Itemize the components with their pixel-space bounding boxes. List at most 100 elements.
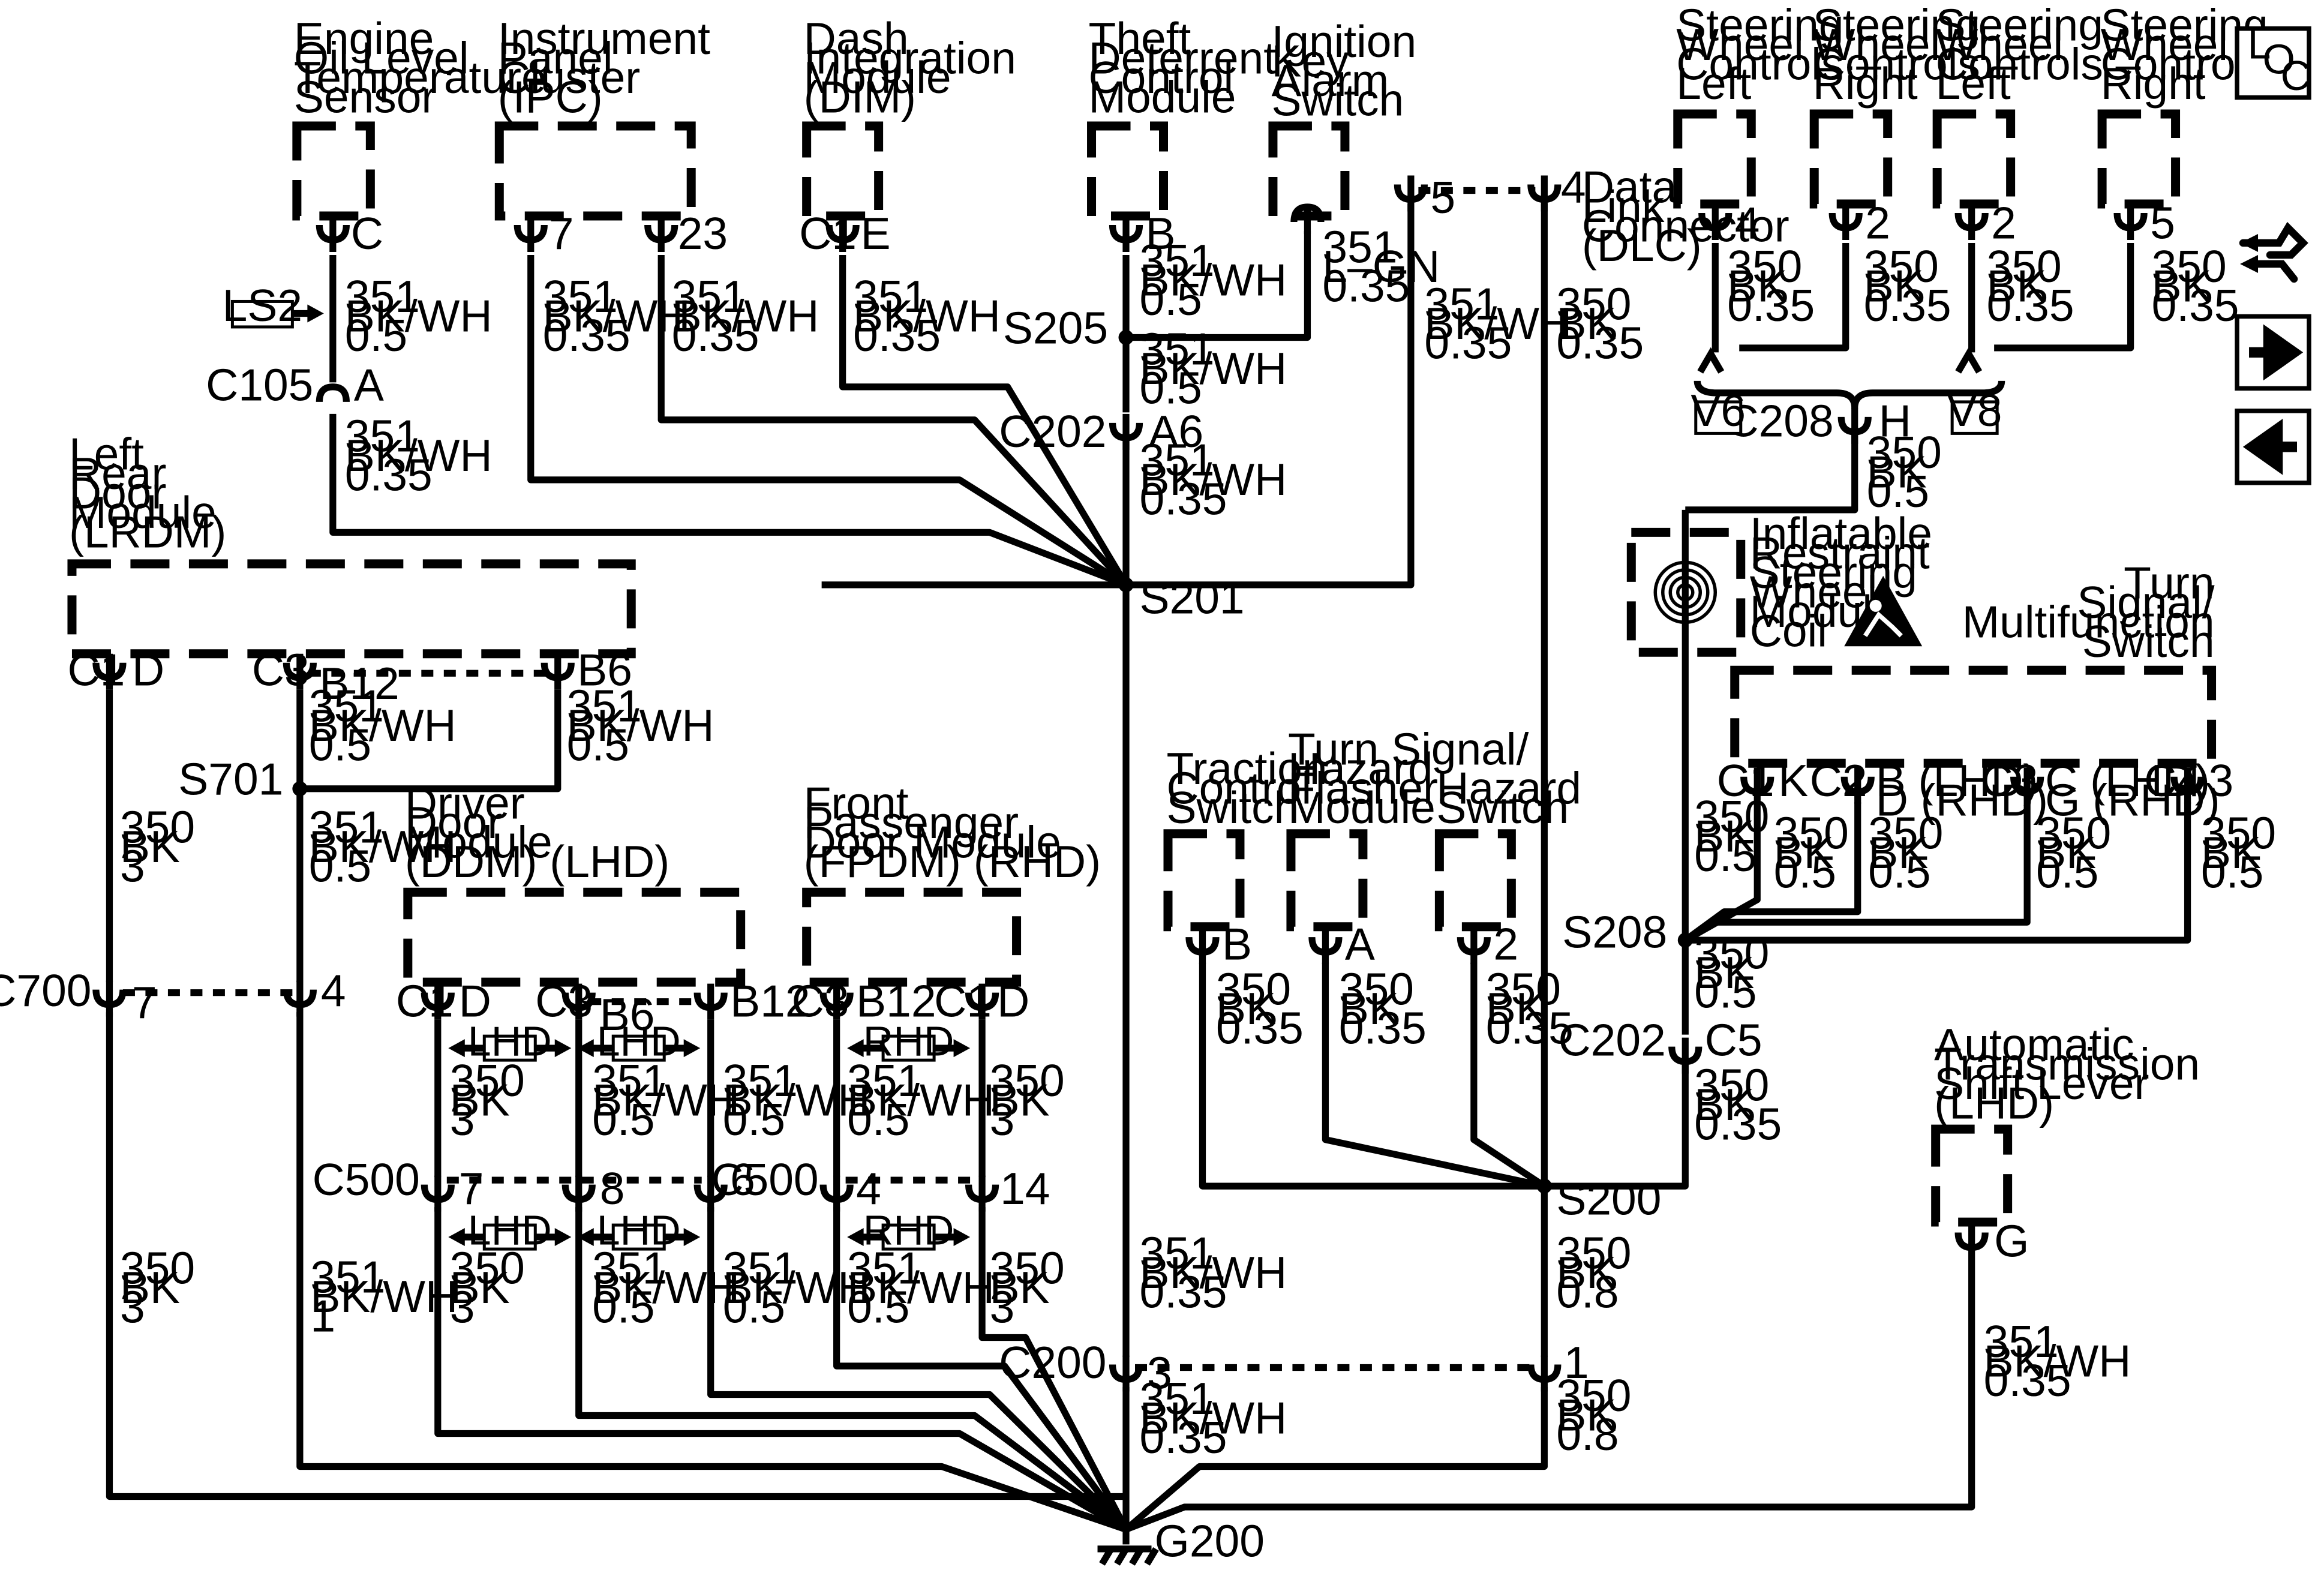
previous-page-icon[interactable] (2235, 409, 2311, 485)
svg-text:C3: C3 (792, 976, 849, 1026)
connector-pin (1185, 928, 1220, 965)
wire-label-group: 351BK/WH0.5 351BK/WH0.35 351BK/WH0.35 351BK… (120, 221, 2276, 1462)
wire-label: 350BK0.5 (1774, 808, 1849, 897)
swc3-box (1932, 109, 2016, 209)
svg-text:B: B (1146, 208, 1176, 259)
wire-label: 351BK/WH0.5 (592, 1243, 740, 1332)
svg-text:LHD: LHD (468, 1018, 552, 1065)
svg-text:C200: C200 (999, 1337, 1106, 1388)
wire-label: 351L–GN0.35 (1322, 221, 1440, 311)
ls2-tag: LS2 (223, 280, 324, 331)
connector-pin (1457, 928, 1491, 965)
tdcm-box (1087, 121, 1168, 221)
wire-label: 350BK3 (990, 1055, 1065, 1145)
splice-label: S200 (1556, 1174, 1661, 1224)
wire-label: 350BK0.5 (1868, 808, 1943, 897)
connector-pin (644, 215, 678, 252)
svg-text:C202: C202 (1559, 1015, 1666, 1065)
wire-label: 350BK0.5 (2036, 808, 2111, 897)
dim-box (802, 121, 884, 221)
wire-label: 350BK0.35 (1987, 241, 2074, 331)
svg-text:6: 6 (730, 1154, 755, 1205)
svg-text:D: D (459, 976, 491, 1026)
svg-text:C1: C1 (799, 208, 857, 259)
connector-pin (965, 983, 999, 1020)
svg-text:A: A (1345, 919, 1375, 969)
svg-text:C500: C500 (711, 1154, 818, 1205)
svg-text:LHD: LHD (597, 1207, 681, 1254)
fpdm-box (802, 887, 1022, 987)
tsms-box (1730, 665, 2217, 768)
svg-text:D: D (132, 644, 164, 695)
ikas-box (1268, 121, 1350, 221)
connector-pin (92, 980, 127, 1017)
option-tag-rhd: RHD (847, 1207, 971, 1254)
splice-label: S205 (1003, 302, 1108, 353)
svg-text:B12: B12 (319, 658, 399, 709)
wire-label: 350BK0.35 (1216, 964, 1304, 1053)
wire-label: 350BK0.8 (1556, 1370, 1631, 1460)
wire-label: 350BK0.5 (1694, 928, 1769, 1017)
connector-pin (421, 983, 455, 1020)
hzs-box (1434, 829, 1516, 932)
connector-pin (825, 215, 860, 252)
connector-pin (1109, 215, 1143, 252)
svg-text:B12: B12 (730, 976, 810, 1026)
wire-label: 351BK/WH0.35 (1140, 434, 1287, 524)
svg-text:5: 5 (1430, 172, 1455, 223)
svg-text:7: 7 (549, 208, 574, 259)
splice-label: S208 (1562, 907, 1667, 957)
wire-label: 351BK/WH0.5 (723, 1055, 870, 1145)
svg-text:C5: C5 (1705, 1015, 1762, 1065)
connector-pin (1308, 928, 1343, 965)
svg-text:LHD: LHD (468, 1207, 552, 1254)
svg-text:C700: C700 (0, 965, 91, 1016)
wire-label: 351BK/WH0.35 (1140, 1373, 1287, 1463)
customize-icon[interactable] (2239, 221, 2308, 283)
wire-label: 350BK3 (120, 1243, 195, 1332)
svg-text:1: 1 (1564, 1337, 1589, 1388)
ddm-box (403, 887, 746, 987)
connector-pin (283, 980, 317, 1017)
svg-text:2: 2 (1991, 197, 2016, 248)
svg-text:14: 14 (1000, 1163, 1050, 1214)
ipc-box (494, 121, 696, 221)
svg-text:8: 8 (600, 1163, 625, 1214)
svg-text:LS2: LS2 (223, 280, 302, 331)
svg-text:C (LHD): C (LHD) (2045, 755, 2210, 806)
connector-pin (819, 983, 854, 1020)
connector-pin (2010, 767, 2044, 804)
component-label: DataLinkConnector(DLC) (1582, 162, 1789, 271)
svg-text:A6: A6 (1149, 406, 1204, 457)
wire-label: 351BK/WH0.5 (309, 802, 457, 891)
v8-tag: V8 (1947, 385, 2002, 436)
connector-shell-group (122, 187, 1536, 1371)
svg-text:4: 4 (321, 965, 346, 1016)
airbag-warning-icon (1844, 575, 1923, 647)
wire-label: 351BK/WH0.5 (847, 1243, 995, 1332)
connector-pin (2170, 767, 2205, 804)
eolts-box (292, 121, 375, 221)
component-label: SteeringWheelControls –Left (1936, 0, 2141, 109)
loc-icon[interactable]: L O C (2235, 21, 2311, 100)
pin-label-group: C 7 23 C1 E B 5 4 4 2 2 5 C208 H C105 A … (0, 162, 2233, 1398)
next-page-icon[interactable] (2235, 314, 2311, 391)
component-label: HazardSwitch (1436, 763, 1581, 833)
wire-group (106, 204, 2191, 1533)
component-label: AutomaticTransmissionShift Lever(LHD) (1934, 1019, 2200, 1128)
connector-pin (92, 653, 127, 690)
svg-text:L: L (2248, 21, 2271, 68)
splice-label: S201 (1140, 572, 1245, 623)
svg-text:C: C (351, 208, 383, 259)
splice-s200 (1536, 1178, 1552, 1194)
component-label: FrontPassengerDoor Module(FPDM) (RHD) (804, 778, 1101, 887)
wire-label: 350BK0.8 (1556, 1228, 1631, 1317)
svg-text:23: 23 (678, 208, 728, 259)
option-tag-lhd: LHD (448, 1018, 572, 1065)
connector-pin (316, 215, 350, 252)
component-label: DriverDoorModule(DDM) (LHD) (405, 778, 669, 887)
swc4-box (2097, 109, 2181, 209)
connector-pin (1954, 1223, 1989, 1260)
option-tag-rhd: RHD (847, 1018, 971, 1065)
